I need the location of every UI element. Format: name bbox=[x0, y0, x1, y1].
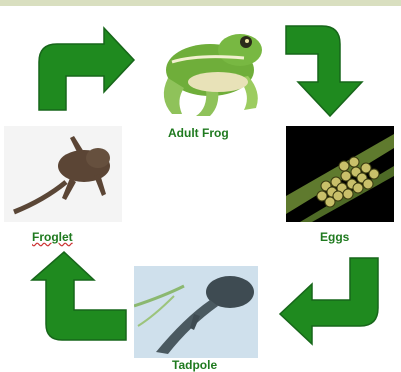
arrow-froglet-to-adult-icon bbox=[36, 20, 138, 112]
tadpole-image bbox=[134, 266, 258, 358]
top-band bbox=[0, 0, 401, 6]
adult-frog-label: Adult Frog bbox=[168, 126, 229, 140]
eggs-label: Eggs bbox=[320, 230, 349, 244]
froglet-label: Froglet bbox=[32, 230, 73, 244]
arrow-tadpole-to-froglet-icon bbox=[28, 250, 128, 342]
froglet-image bbox=[4, 126, 122, 222]
arrow-adult-to-eggs-icon bbox=[284, 22, 368, 118]
adult-frog-image bbox=[148, 18, 270, 120]
arrow-eggs-to-tadpole-icon bbox=[278, 256, 382, 346]
eggs-image bbox=[286, 126, 394, 222]
tadpole-label: Tadpole bbox=[172, 358, 217, 372]
